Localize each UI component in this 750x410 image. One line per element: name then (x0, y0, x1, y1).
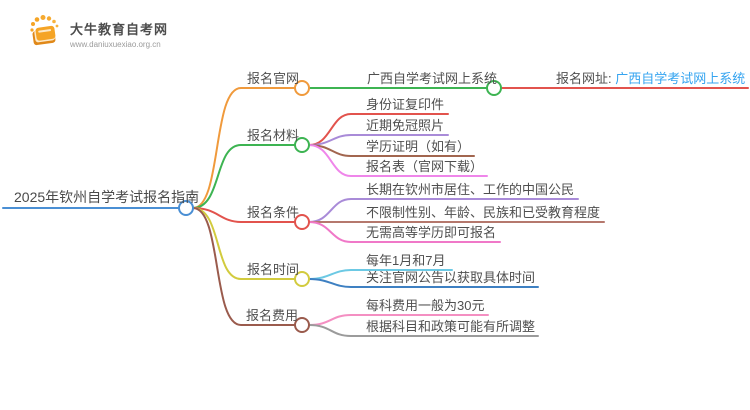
subtopic-fee-adjust: 根据科目和政策可能有所调整 (366, 319, 536, 334)
branch-topic-conditions: 报名条件 (247, 205, 300, 220)
edge-root-official-site (192, 87, 296, 209)
subtopic-diploma: 学历证明（如有） (366, 139, 471, 154)
edge-materials-form (308, 144, 488, 177)
logo-url: www.daniuxuexiao.org.cn (70, 39, 161, 49)
subtopic-form: 报名表（官网下载） (366, 159, 484, 174)
edge-root-fee (192, 207, 296, 326)
subtopic-no-degree: 无需高等学历即可报名 (366, 225, 497, 240)
node-handle-root[interactable] (178, 200, 194, 216)
node-handle-time[interactable] (294, 271, 310, 287)
subtopic-registration-url: 报名网址: 广西自学考试网上系统 (556, 71, 745, 86)
root-topic: 2025年钦州自学考试报名指南 (14, 189, 200, 205)
branch-topic-official-site: 报名官网 (247, 71, 300, 86)
site-logo[interactable]: 大牛教育自考网 www.daniuxuexiao.org.cn (24, 11, 168, 56)
subtopic-photo: 近期免冠照片 (366, 118, 445, 133)
subtopic-months: 每年1月和7月 (366, 253, 446, 268)
subtopic-gx-online-system: 广西自学考试网上系统 (367, 71, 498, 86)
edge-time-announcement (308, 278, 539, 288)
edge-root-conditions (192, 207, 296, 223)
subtopic-announcement: 关注官网公告以获取具体时间 (366, 270, 536, 285)
edge-root-time (192, 207, 296, 280)
subtopic-id-copy: 身份证复印件 (366, 97, 445, 112)
branch-topic-materials: 报名材料 (247, 128, 300, 143)
edge-root-materials (192, 144, 296, 209)
logo-text-block: 大牛教育自考网 www.daniuxuexiao.org.cn (70, 19, 168, 49)
node-handle-conditions[interactable] (294, 214, 310, 230)
edge-fee-adjust (308, 324, 539, 337)
subtopic-fee-amount: 每科费用一般为30元 (366, 298, 485, 313)
branch-topic-time: 报名时间 (247, 262, 300, 277)
node-handle-materials[interactable] (294, 137, 310, 153)
subtopic-residency: 长期在钦州市居住、工作的中国公民 (366, 182, 575, 197)
registration-url-prefix: 报名网址: (556, 71, 616, 86)
book-icon (24, 11, 64, 56)
node-handle-system[interactable] (486, 80, 502, 96)
registration-url-link[interactable]: 广西自学考试网上系统 (615, 71, 746, 86)
subtopic-no-limit: 不限制性别、年龄、民族和已受教育程度 (366, 205, 601, 220)
node-handle-official-site[interactable] (294, 80, 310, 96)
edge-conditions-no-degree (308, 221, 501, 243)
node-handle-fee[interactable] (294, 317, 310, 333)
logo-title: 大牛教育自考网 (70, 21, 169, 37)
branch-topic-fee: 报名费用 (246, 308, 299, 323)
